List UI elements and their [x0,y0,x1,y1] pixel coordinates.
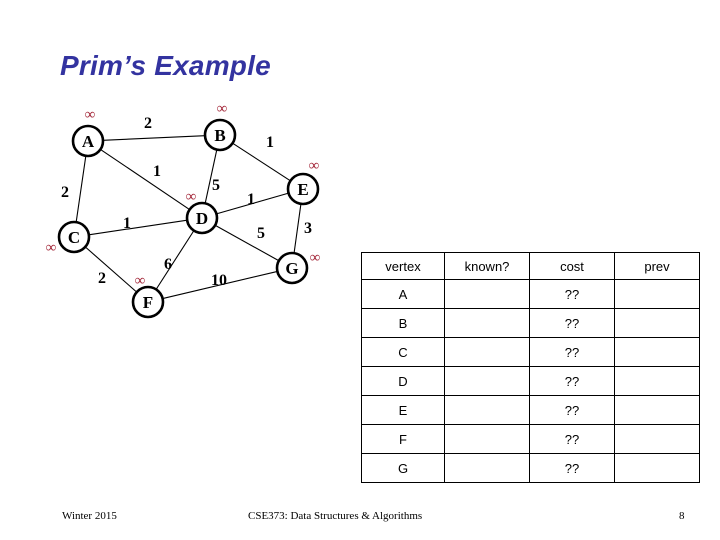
edge-weight-c-d: 1 [123,215,131,232]
footer-course: CSE373: Data Structures & Algorithms [248,510,423,522]
edge-weight-c-f: 2 [98,270,106,287]
cell-prev-b[interactable] [614,308,700,338]
table-row: B?? [361,308,700,338]
cell-prev-f[interactable] [614,424,700,454]
graph-node-label-g: G [285,259,298,278]
cell-vertex-c: C [361,337,445,367]
graph-edge-a-b [102,135,206,141]
edge-weight-e-g: 3 [304,220,312,237]
table-row: C?? [361,337,700,367]
cell-cost-f[interactable]: ?? [529,424,615,454]
table-row: G?? [361,453,700,483]
cell-vertex-e: E [361,395,445,425]
cell-prev-d[interactable] [614,366,700,396]
page-title: Prim’s Example [60,50,271,81]
graph-edge-a-c [75,155,87,223]
edge-weight-d-f: 6 [164,256,172,273]
table-row: D?? [361,366,700,396]
column-header-cost: cost [529,252,615,280]
distance-label-e: ∞ [309,158,320,174]
cell-vertex-a: A [361,279,445,309]
graph-node-g [275,251,309,285]
edge-weight-a-c: 2 [61,184,69,201]
footer-page-number: 8 [679,510,685,522]
footer-term: Winter 2015 [62,510,117,522]
distance-label-a: ∞ [85,107,96,123]
graph-node-label-f: F [143,293,153,312]
node-group: A B C D E F G [57,118,320,319]
cell-cost-d[interactable]: ?? [529,366,615,396]
graph-edge-e-g [293,203,302,254]
distance-label-c: ∞ [46,240,57,256]
distance-label-g: ∞ [310,250,321,266]
graph-edge-d-f [155,230,195,290]
cell-prev-g[interactable] [614,453,700,483]
cell-known-f[interactable] [444,424,530,454]
graph-node-c [57,220,91,254]
cell-vertex-g: G [361,453,445,483]
distance-label-d: ∞ [186,189,197,205]
graph-node-a [71,124,105,158]
graph-node-b [203,118,237,152]
graph-edge-c-f [84,246,138,293]
table-header-row: vertex known? cost prev [361,252,700,280]
cell-known-b[interactable] [444,308,530,338]
table-row: F?? [361,424,700,454]
cell-vertex-b: B [361,308,445,338]
cell-known-d[interactable] [444,366,530,396]
graph-edge-b-d [204,149,218,204]
distance-labels-group: ∞ ∞ ∞ ∞ ∞ ∞ ∞ [46,101,321,289]
graph-edge-a-d [100,148,190,211]
distance-label-b: ∞ [217,101,228,117]
edge-weight-a-d: 1 [153,163,161,180]
column-header-vertex: vertex [361,252,445,280]
cell-prev-a[interactable] [614,279,700,309]
cell-cost-g[interactable]: ?? [529,453,615,483]
column-header-prev: prev [614,252,700,280]
graph-node-e [286,172,320,206]
cell-known-c[interactable] [444,337,530,367]
edge-weight-b-e: 1 [266,134,274,151]
edge-weight-a-b: 2 [144,115,152,132]
edge-weight-d-g: 5 [257,225,265,242]
edge-weight-f-g: 10 [211,272,227,289]
edge-weight-b-d: 5 [212,177,220,194]
cell-cost-c[interactable]: ?? [529,337,615,367]
cell-cost-b[interactable]: ?? [529,308,615,338]
table-row: A?? [361,279,700,309]
graph-node-d [185,201,219,235]
cell-cost-a[interactable]: ?? [529,279,615,309]
graph-edge-c-d [88,219,188,236]
graph-node-label-e: E [297,180,308,199]
cost-table-body: A??B??C??D??E??F??G?? [361,279,700,483]
graph-edge-f-g [162,270,278,300]
edge-weight-d-e: 1 [247,191,255,208]
graph-node-label-b: B [214,126,225,145]
cell-known-g[interactable] [444,453,530,483]
edge-lines-group [75,135,302,300]
graph-node-f [131,285,165,319]
column-header-known: known? [444,252,530,280]
cell-known-a[interactable] [444,279,530,309]
cell-vertex-f: F [361,424,445,454]
graph-edge-d-e [216,192,289,215]
cell-vertex-d: D [361,366,445,396]
graph-node-label-d: D [196,209,208,228]
table-row: E?? [361,395,700,425]
graph-edge-d-g [214,224,280,262]
cell-cost-e[interactable]: ?? [529,395,615,425]
cell-prev-c[interactable] [614,337,700,367]
cell-prev-e[interactable] [614,395,700,425]
cost-table-head: vertex known? cost prev [361,252,700,280]
cell-known-e[interactable] [444,395,530,425]
distance-label-f: ∞ [135,273,146,289]
graph-edge-b-e [232,142,291,182]
graph-node-label-c: C [68,228,80,247]
graph-node-label-a: A [82,132,95,151]
cost-table: vertex known? cost prev A??B??C??D??E??F… [361,252,700,483]
